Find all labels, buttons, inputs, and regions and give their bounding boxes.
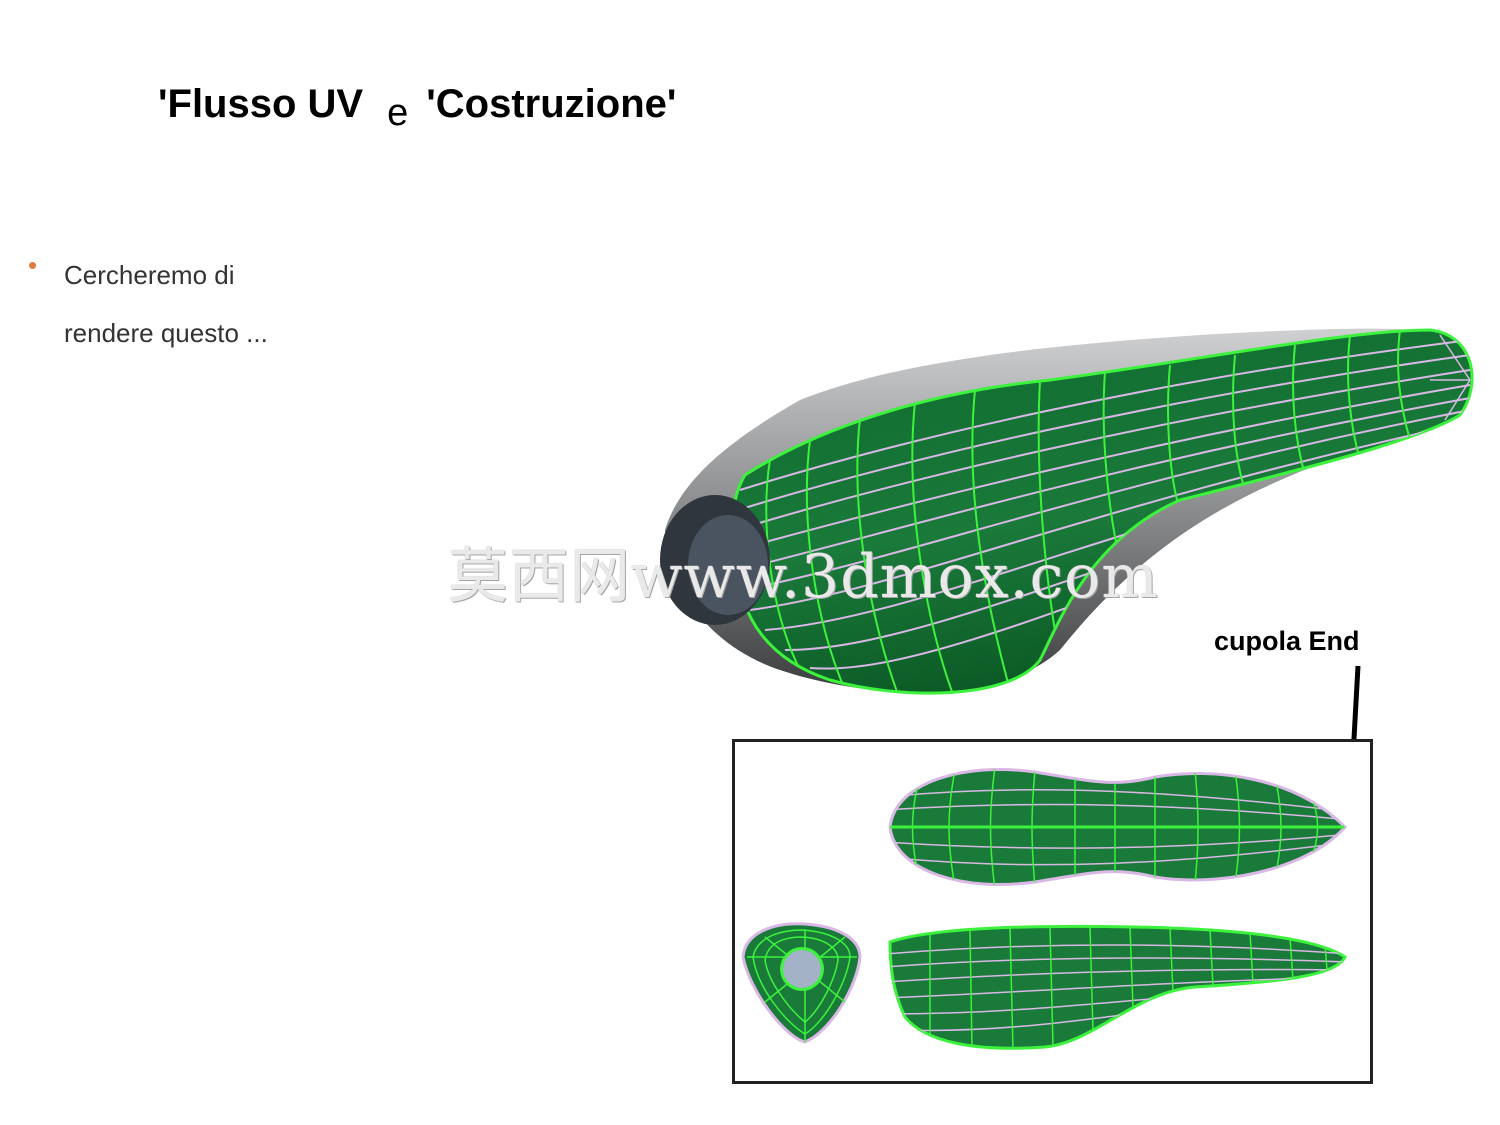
cupola-end-label: cupola End: [1214, 626, 1360, 656]
bullet-text: Cercheremo di rendere questo ...: [64, 246, 384, 362]
title-conjunction: e: [387, 92, 409, 134]
saddle-front-cap: [660, 495, 770, 625]
top-view: [888, 768, 1348, 886]
slide-title: 'Flusso UV e 'Costruzione': [158, 82, 677, 134]
bullet-line-2: rendere questo ...: [64, 318, 268, 348]
front-view: [741, 922, 862, 1044]
orthographic-views-panel: [732, 739, 1373, 1084]
side-view: [888, 924, 1347, 1050]
title-part-construction: 'Costruzione': [426, 82, 677, 126]
bullet-line-1: Cercheremo di: [64, 260, 235, 290]
saddle-green-surface: [731, 328, 1474, 695]
title-part-uv-flow: 'Flusso UV: [158, 82, 364, 126]
watermark-text: 莫西网www.3dmox.com: [448, 542, 1160, 612]
bullet-dot-icon: •: [28, 250, 38, 280]
